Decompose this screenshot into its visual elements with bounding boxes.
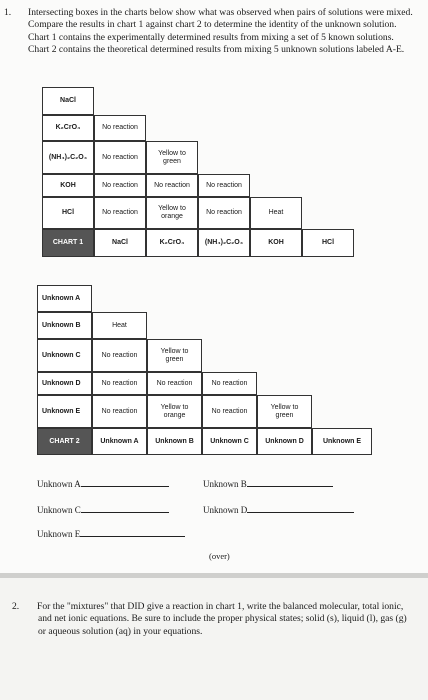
chart1-row-nh4c2o4: (NH₄)₂C₂O₄ xyxy=(42,141,94,174)
chart2-cell: No reaction xyxy=(202,372,257,395)
chart1-cell: No reaction xyxy=(198,174,250,197)
chart1-col-nh4c2o4: (NH₄)₂C₂O₄ xyxy=(198,229,250,257)
answer-e-label: Unknown E xyxy=(37,529,81,539)
question-2: 2. For the "mixtures" that DID give a rea… xyxy=(12,601,417,638)
question-1: 1. Intersecting boxes in the charts below… xyxy=(4,7,416,57)
chart2-row-d: Unknown D xyxy=(37,372,92,395)
chart2-cell: No reaction xyxy=(92,339,147,372)
chart2-cell: Heat xyxy=(92,312,147,339)
answer-a: Unknown A xyxy=(37,477,169,489)
answer-d: Unknown D xyxy=(203,503,355,515)
page-divider xyxy=(0,573,428,578)
chart2-cell: No reaction xyxy=(92,395,147,428)
chart2-col-e: Unknown E xyxy=(312,428,372,455)
chart-1: NaCl K₂CrO₄ (NH₄)₂C₂O₄ KOH HCl No reacti… xyxy=(42,87,392,257)
chart1-cell: No reaction xyxy=(94,197,146,229)
chart1-row-hcl: HCl xyxy=(42,197,94,229)
chart1-cell: Yellow to green xyxy=(146,141,198,174)
answer-b-label: Unknown B xyxy=(203,479,247,489)
answer-b: Unknown B xyxy=(203,477,333,489)
answer-e: Unknown E xyxy=(37,527,186,539)
chart2-col-a: Unknown A xyxy=(92,428,147,455)
answer-d-blank[interactable] xyxy=(247,503,355,513)
chart2-row-a: Unknown A xyxy=(37,285,92,312)
chart1-row-k2cro4: K₂CrO₄ xyxy=(42,115,94,141)
chart1-cell: No reaction xyxy=(146,174,198,197)
chart2-row-e: Unknown E xyxy=(37,395,92,428)
chart2-label: CHART 2 xyxy=(37,428,92,455)
question-2-text: For the "mixtures" that DID give a react… xyxy=(37,601,407,637)
chart1-row-koh: KOH xyxy=(42,174,94,197)
chart1-col-hcl: HCl xyxy=(302,229,354,257)
chart2-cell: No reaction xyxy=(202,395,257,428)
question-1-number: 1. xyxy=(4,7,12,18)
chart1-cell: Yellow to orange xyxy=(146,197,198,229)
answer-a-blank[interactable] xyxy=(80,477,169,487)
chart1-label: CHART 1 xyxy=(42,229,94,257)
chart1-cell: No reaction xyxy=(94,141,146,174)
chart-2: Unknown A Unknown B Unknown C Unknown D … xyxy=(37,285,377,455)
chart1-cell: Heat xyxy=(250,197,302,229)
chart1-cell: No reaction xyxy=(94,115,146,141)
chart1-col-koh: KOH xyxy=(250,229,302,257)
chart2-cell: No reaction xyxy=(147,372,202,395)
chart2-row-b: Unknown B xyxy=(37,312,92,339)
chart2-cell: No reaction xyxy=(92,372,147,395)
chart1-col-k2cro4: K₂CrO₄ xyxy=(146,229,198,257)
answer-a-label: Unknown A xyxy=(37,479,81,489)
worksheet-page-2 xyxy=(0,578,428,700)
question-2-number: 2. xyxy=(12,601,20,612)
answer-b-blank[interactable] xyxy=(246,477,333,487)
chart2-cell: Yellow to green xyxy=(257,395,312,428)
chart2-col-d: Unknown D xyxy=(257,428,312,455)
over-note: (over) xyxy=(209,551,230,561)
chart2-col-b: Unknown B xyxy=(147,428,202,455)
chart2-cell: Yellow to green xyxy=(147,339,202,372)
answer-d-label: Unknown D xyxy=(203,505,248,515)
answer-c-label: Unknown C xyxy=(37,505,81,515)
question-1-text: Intersecting boxes in the charts below s… xyxy=(28,7,413,56)
answer-c-blank[interactable] xyxy=(80,503,169,513)
answer-c: Unknown C xyxy=(37,503,169,515)
chart2-row-c: Unknown C xyxy=(37,339,92,372)
chart1-row-naci: NaCl xyxy=(42,87,94,115)
chart2-cell: Yellow to orange xyxy=(147,395,202,428)
chart2-col-c: Unknown C xyxy=(202,428,257,455)
answer-e-blank[interactable] xyxy=(80,527,186,537)
chart1-cell: No reaction xyxy=(94,174,146,197)
chart1-cell: No reaction xyxy=(198,197,250,229)
chart1-col-naci: NaCl xyxy=(94,229,146,257)
